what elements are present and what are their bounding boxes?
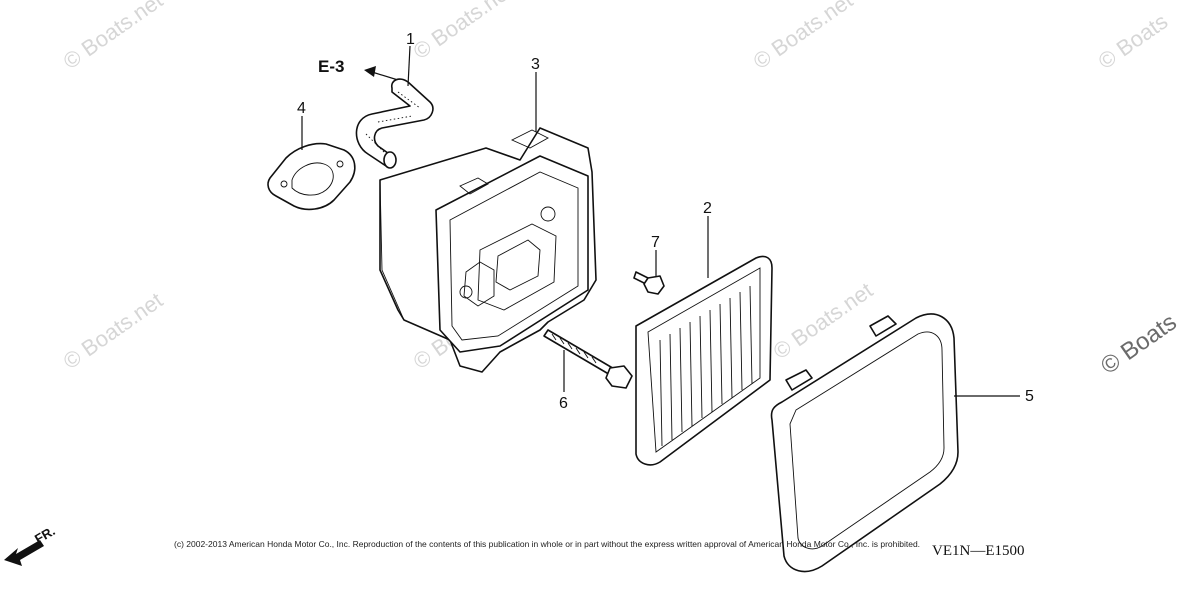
watermark: © Boats.net [769, 277, 878, 364]
watermark: © Boats.net [59, 0, 168, 74]
watermark: © Boats [1094, 9, 1173, 75]
callout-6: 6 [559, 395, 568, 412]
callout-7: 7 [651, 234, 660, 251]
watermark: © Boats.net [59, 287, 168, 374]
front-arrow-icon [4, 540, 44, 566]
watermark: © Boats.net [749, 0, 858, 74]
breather-tube [355, 78, 434, 169]
watermark: © Boats [1096, 309, 1180, 380]
callout-1: 1 [406, 31, 415, 48]
callout-4: 4 [297, 100, 306, 117]
small-bolt [633, 271, 665, 295]
copyright-notice: (c) 2002-2013 American Honda Motor Co., … [174, 539, 920, 549]
leader-lines [301, 45, 1020, 397]
reference-arrow [364, 66, 399, 81]
watermark-layer: © Boats.net © Boats.net © Boats.net © Bo… [59, 0, 1180, 380]
callout-3: 3 [531, 56, 540, 73]
gasket [267, 142, 356, 211]
air-cleaner-case [379, 127, 597, 373]
long-bolt [543, 329, 633, 389]
filter-pleats [659, 285, 753, 447]
front-direction-indicator: FR. [4, 523, 58, 566]
reference-label: E-3 [318, 57, 344, 76]
callout-5: 5 [1025, 388, 1034, 405]
diagram-code: VE1N—E1500 [932, 543, 1025, 559]
filter-element [635, 255, 773, 466]
air-cleaner-cover [770, 313, 959, 573]
callout-2: 2 [703, 200, 712, 217]
watermark: © Boats.net [409, 0, 518, 64]
